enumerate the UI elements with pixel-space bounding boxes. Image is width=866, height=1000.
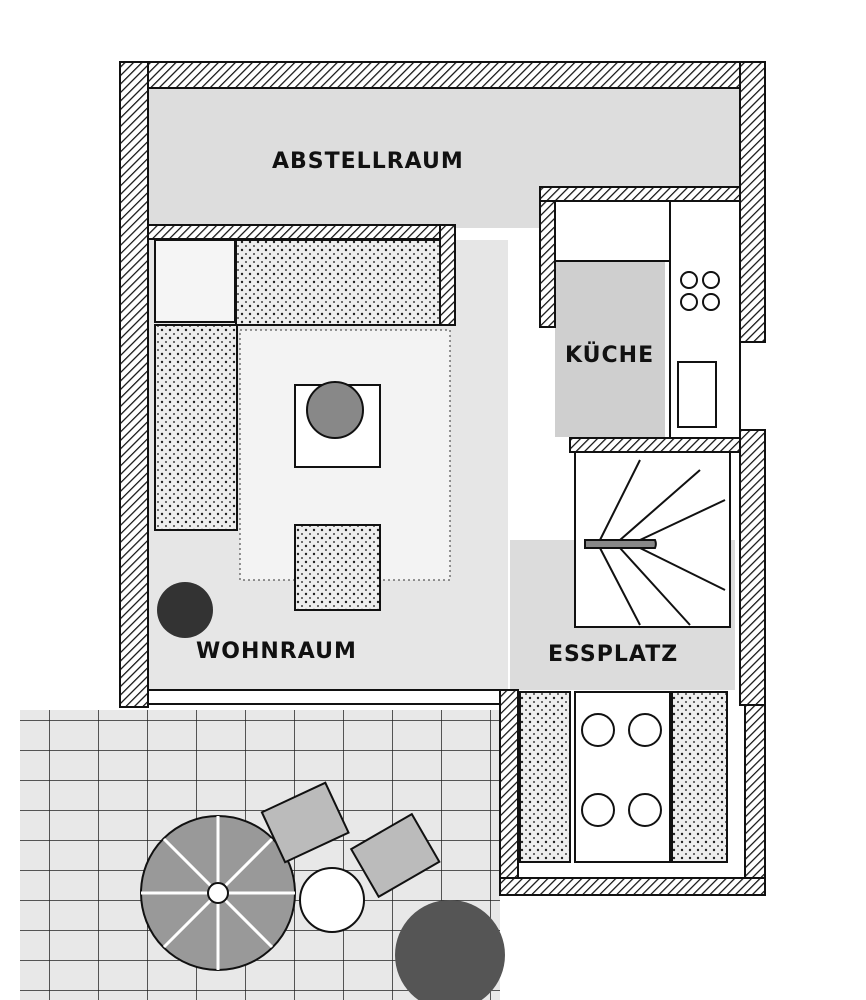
- kitchen-counter: [554, 200, 741, 439]
- staircase: [574, 451, 731, 628]
- parasol: [140, 815, 296, 971]
- side-table: [299, 867, 365, 933]
- room-label-dining: ESSPLATZ: [548, 642, 678, 667]
- garden-chair: [260, 781, 350, 864]
- sofa: [154, 239, 441, 611]
- dining-set: [519, 691, 728, 863]
- kitchen-floor: [555, 262, 665, 437]
- room-label-storage: ABSTELLRAUM: [272, 149, 464, 174]
- plant: [157, 582, 213, 638]
- shrub: [395, 900, 505, 1000]
- garden-chair: [349, 812, 441, 899]
- room-label-kitchen: KÜCHE: [565, 342, 654, 368]
- room-label-living: WOHNRAUM: [196, 639, 357, 664]
- walls: [119, 61, 766, 896]
